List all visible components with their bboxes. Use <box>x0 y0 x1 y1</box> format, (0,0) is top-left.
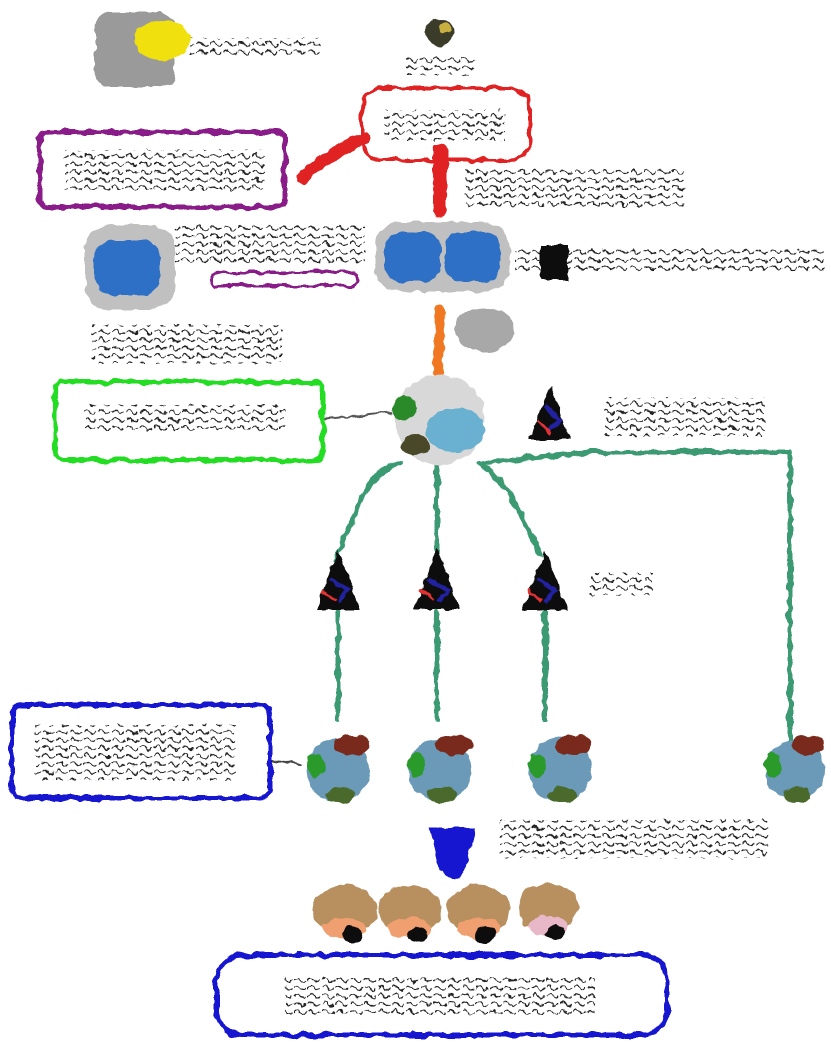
multicolor-complex-icon-2 <box>408 735 472 803</box>
purple-box <box>37 129 288 210</box>
scribble-bottom-box <box>285 978 595 1014</box>
blue-protein-icon <box>85 225 175 310</box>
teal-branch-far <box>482 449 793 743</box>
grey-protein-icon <box>455 308 515 352</box>
icons <box>85 12 825 943</box>
scribble-small <box>590 573 652 595</box>
scribble-text <box>35 38 825 1014</box>
blue-connector <box>269 759 301 766</box>
orange-connector <box>433 305 445 377</box>
green-box <box>52 379 326 463</box>
scribble-right-3 <box>605 398 765 436</box>
scribble-blue-box <box>35 725 235 780</box>
blue-box <box>9 702 273 801</box>
boxes <box>9 86 670 1038</box>
black-red-factor-icon <box>530 385 570 440</box>
multicolor-complex-icon-3 <box>528 735 592 803</box>
light-blue-protein-complex-icon <box>393 375 485 465</box>
scribble-top-left <box>190 38 320 56</box>
yellow-gray-blob-icon <box>95 12 190 87</box>
multicolor-complex-icon-4 <box>764 735 825 803</box>
factor-icon-3 <box>522 550 568 610</box>
scribble-left-2 <box>92 325 282 363</box>
scribble-right-1 <box>465 168 685 208</box>
scribble-right-4 <box>500 820 770 858</box>
factor-icon-1 <box>315 550 360 610</box>
scribble-purple-box <box>65 150 265 190</box>
black-marker-icon <box>540 245 568 280</box>
blue-molecule-icon <box>430 828 475 880</box>
teal-branch-left <box>332 459 403 563</box>
purple-label-bar <box>210 270 359 288</box>
top-complex-box <box>360 86 532 162</box>
teal-branch-right <box>477 459 543 558</box>
scribble-red-box <box>385 110 505 140</box>
red-arrow <box>297 132 371 184</box>
scribble-mid-1 <box>175 225 365 265</box>
grey-connector <box>321 411 393 421</box>
blue-protein-dimer-icon <box>375 222 510 292</box>
bottom-blue-box <box>214 952 670 1038</box>
tan-protein-row-icon <box>313 883 578 943</box>
scribble-green-box <box>85 405 285 430</box>
small-protein-icon <box>426 18 454 46</box>
multicolor-complex-icon-1 <box>306 735 370 803</box>
scribble-top-center <box>405 55 475 75</box>
factor-icon-2 <box>414 548 460 610</box>
